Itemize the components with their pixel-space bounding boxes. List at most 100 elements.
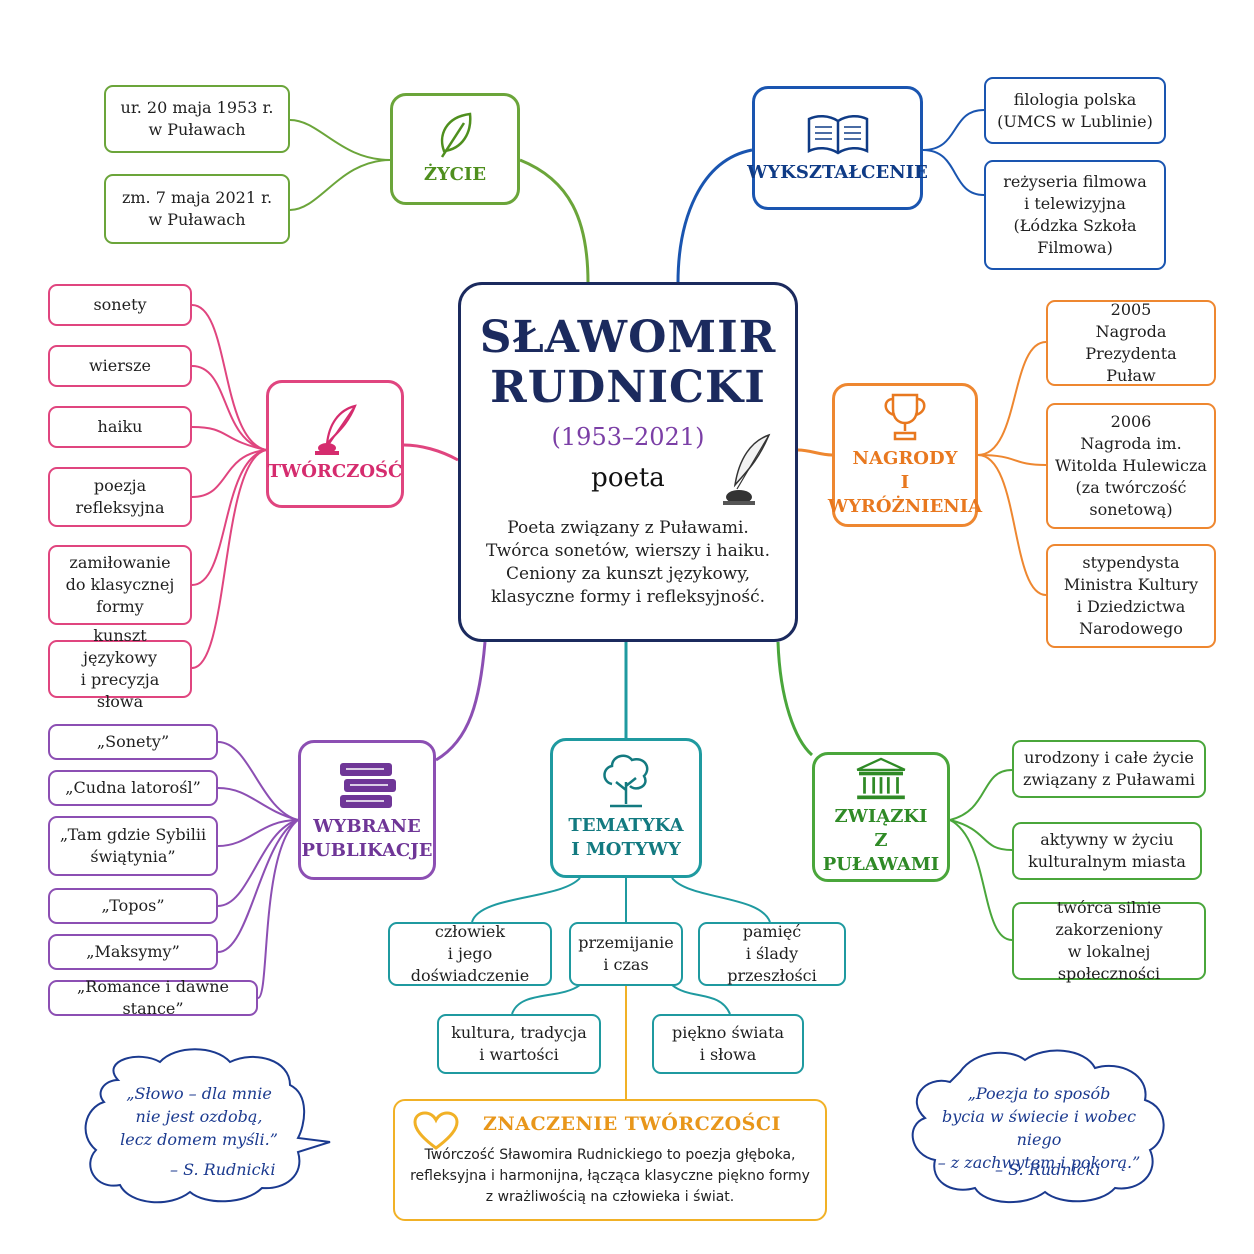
trophy-icon xyxy=(884,393,926,441)
node-line: piękno świata xyxy=(671,1023,785,1042)
theme-node: przemijanie i czas xyxy=(569,922,683,986)
hub-label: WYBRANE xyxy=(313,816,421,837)
poet-description: Poeta związany z Puławami. Twórca sonetó… xyxy=(461,517,795,609)
hub-label: ZWIĄZKI xyxy=(834,806,928,827)
node-line: urodzony i całe życie xyxy=(1024,748,1194,767)
node-line: (za twórczość xyxy=(1075,478,1187,497)
node-line: i słowa xyxy=(699,1045,757,1064)
significance-line: refleksyjna i harmonijna, łącząca klasyc… xyxy=(410,1168,810,1184)
hub-tworczosc: TWÓRCZOŚĆ xyxy=(266,380,404,508)
publication-node: „Sonety” xyxy=(48,724,218,760)
theme-node: kultura, tradycja i wartości xyxy=(437,1014,601,1074)
hub-label: TWÓRCZOŚĆ xyxy=(267,461,403,482)
hub-label: PUBLIKACJE xyxy=(301,840,433,861)
theme-node: pamięć i ślady przeszłości xyxy=(698,922,846,986)
significance-title: ZNACZENIE TWÓRCZOŚCI xyxy=(483,1113,781,1135)
node-line: formy xyxy=(96,597,144,616)
books-icon xyxy=(340,763,396,808)
node-line: związany z Puławami xyxy=(1022,770,1195,789)
significance-box: ZNACZENIE TWÓRCZOŚCI Twórczość Sławomira… xyxy=(393,1099,827,1221)
quote-left-author: – S. Rudnicki xyxy=(170,1160,276,1179)
desc-line: Twórca sonetów, wierszy i haiku. xyxy=(486,541,770,561)
node-line: w lokalnej społeczności xyxy=(1057,942,1161,983)
node-line: „Topos” xyxy=(101,896,165,915)
node-line: (UMCS w Lublinie) xyxy=(997,111,1153,131)
node-line: „Romance i dawne stance” xyxy=(77,977,229,1018)
quote-line: – z zachwytem i pokorą.” xyxy=(937,1153,1141,1172)
node-line: 2006 xyxy=(1110,412,1152,431)
pulawy-node: aktywny w życiu kulturalnym miasta xyxy=(1012,822,1202,880)
node-line: przemijanie xyxy=(578,933,674,952)
node-line: zamiłowanie xyxy=(69,553,171,572)
node-line: (Łódzka Szkoła xyxy=(1013,216,1137,235)
life-dates: (1953–2021) xyxy=(551,423,705,451)
node-line: Narodowego xyxy=(1079,619,1183,638)
name-line-2: RUDNICKI xyxy=(490,362,766,413)
node-line: i precyzja słowa xyxy=(80,670,160,711)
education-node-philology: filologia polska (UMCS w Lublinie) xyxy=(984,77,1166,144)
birth-node: ur. 20 maja 1953 r. w Puławach xyxy=(104,85,290,153)
publication-node: „Cudna latorośl” xyxy=(48,770,218,806)
hub-label: TEMATYKA xyxy=(568,815,684,836)
node-line: wiersze xyxy=(88,356,152,375)
node-line: do klasycznej xyxy=(65,575,175,594)
pulawy-node: twórca silnie zakorzeniony w lokalnej sp… xyxy=(1012,898,1206,983)
publication-node: „Tam gdzie Sybilii świątynia” xyxy=(48,816,218,876)
death-node: zm. 7 maja 2021 r. w Puławach xyxy=(104,174,290,244)
node-line: zm. 7 maja 2021 r. xyxy=(121,188,273,207)
central-node: SŁAWOMIR RUDNICKI (1953–2021) poeta Poet… xyxy=(458,282,798,642)
node-line: Nagroda im. xyxy=(1080,434,1182,453)
desc-line: klasyczne formy i refleksyjność. xyxy=(490,587,766,607)
node-line: świątynia” xyxy=(90,847,176,866)
publication-node: „Maksymy” xyxy=(48,934,218,970)
node-line: i Dziedzictwa xyxy=(1076,597,1186,616)
hub-label: NAGRODY xyxy=(852,448,958,469)
hub-wyksztalcenie: WYKSZTAŁCENIE xyxy=(747,86,928,210)
leaf-icon xyxy=(440,112,472,158)
genre-node: haiku xyxy=(48,406,192,448)
publication-node: „Romance i dawne stance” xyxy=(48,977,258,1018)
hub-label: WYKSZTAŁCENIE xyxy=(747,162,928,183)
quote-left-text: „Słowo – dla mnie nie jest ozdobą, lecz … xyxy=(104,1082,294,1151)
quote-line: bycia w świecie i wobec niego xyxy=(941,1107,1137,1149)
node-line: pamięć xyxy=(742,922,802,941)
node-line: stypendysta xyxy=(1082,553,1180,572)
quote-right-author: – S. Rudnicki xyxy=(995,1160,1101,1179)
node-line: ur. 20 maja 1953 r. xyxy=(120,98,274,117)
hub-label: I MOTYWY xyxy=(571,839,681,860)
hub-label: ŻYCIE xyxy=(423,164,487,185)
quote-right-text: „Poezja to sposób bycia w świecie i wobe… xyxy=(918,1082,1160,1174)
poet-name: SŁAWOMIR RUDNICKI xyxy=(461,313,795,413)
quote-line: lecz domem myśli.” xyxy=(120,1130,278,1149)
quill-icon xyxy=(315,404,357,455)
heart-icon xyxy=(413,1111,459,1150)
open-book-icon xyxy=(807,115,868,155)
node-line: i czas xyxy=(603,955,649,974)
education-node-film: reżyseria filmowa i telewizyjna (Łódzka … xyxy=(984,160,1166,270)
tree-icon xyxy=(603,754,649,808)
node-line: i ślady przeszłości xyxy=(727,944,817,985)
pulawy-node: urodzony i całe życie związany z Puławam… xyxy=(1012,740,1206,798)
name-line-1: SŁAWOMIR xyxy=(479,312,777,363)
hub-label: I WYRÓŻNIENIA xyxy=(827,472,983,517)
hub-nagrody: NAGRODY I WYRÓŻNIENIA xyxy=(828,383,982,527)
hub-pulawy: ZWIĄZKI Z PUŁAWAMI xyxy=(812,752,950,882)
node-line: kunszt językowy xyxy=(83,626,157,667)
node-line: kultura, tradycja xyxy=(451,1023,587,1042)
node-line: kulturalnym miasta xyxy=(1028,852,1186,871)
significance-line: Twórczość Sławomira Rudnickiego to poezj… xyxy=(424,1147,796,1163)
node-line: aktywny w życiu xyxy=(1040,830,1174,849)
node-line: twórca silnie xyxy=(1056,898,1162,917)
hub-tematyka: TEMATYKA I MOTYWY xyxy=(550,738,702,878)
desc-line: Ceniony za kunszt językowy, xyxy=(506,564,750,584)
quill-inkwell-icon xyxy=(723,433,771,505)
genre-node: zamiłowanie do klasycznej formy xyxy=(48,545,192,625)
node-line: 2005 xyxy=(1110,300,1152,319)
hub-publikacje: WYBRANE PUBLIKACJE xyxy=(298,740,436,880)
genre-node: sonety xyxy=(48,284,192,326)
node-line: „Cudna latorośl” xyxy=(65,778,201,797)
node-line: Nagroda Prezydenta xyxy=(1085,322,1177,363)
node-line: Puław xyxy=(1106,366,1156,385)
award-node-2005: 2005 Nagroda Prezydenta Puław xyxy=(1046,300,1216,386)
